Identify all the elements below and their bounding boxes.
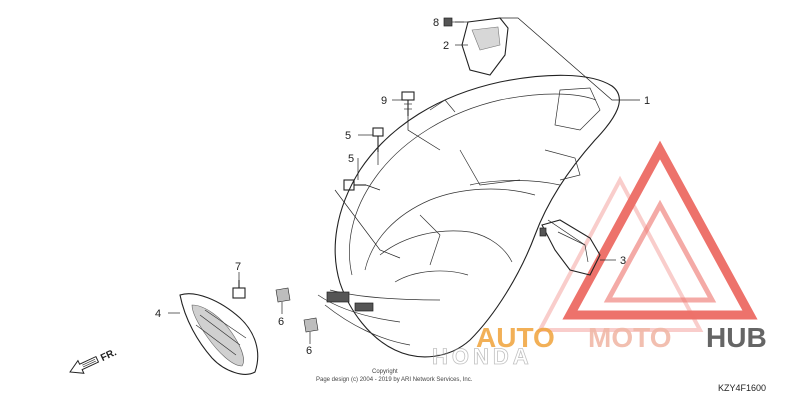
bolt-part-5b (343, 179, 366, 191)
callout-1: 1 (644, 95, 650, 107)
inner-panel-part-4 (179, 293, 259, 375)
callout-5b: 5 (348, 153, 354, 165)
watermark-moto: MOTO (588, 322, 671, 353)
watermark-hub: HUB (706, 322, 767, 353)
copyright-line2: Page design (c) 2004 - 2019 by ARI Netwo… (316, 377, 473, 383)
callout-4: 4 (155, 308, 161, 320)
clip-part-6b (303, 317, 319, 333)
callout-8: 8 (433, 17, 439, 29)
callout-9: 9 (381, 95, 387, 107)
bolt-part-9 (401, 91, 415, 116)
callout-2: 2 (443, 40, 449, 52)
watermark-auto: AUTO (476, 322, 555, 353)
bolt-part-7 (232, 280, 246, 299)
callout-7: 7 (235, 261, 241, 273)
bracket-part-3 (539, 219, 601, 276)
diagram-code: KZY4F1600 (718, 383, 766, 393)
copyright-line1: Copyright (372, 369, 398, 375)
lid-cover-part (461, 17, 509, 76)
callout-3: 3 (620, 255, 626, 267)
callout-5a: 5 (345, 130, 351, 142)
bolt-part-5a (372, 127, 384, 152)
leader-lines (168, 17, 640, 344)
watermark-logo (536, 140, 758, 332)
callout-labels: 8 2 1 9 5 5 3 7 4 6 6 (155, 17, 650, 357)
callout-6b: 6 (306, 345, 312, 357)
front-direction-arrow: FR. (69, 347, 119, 374)
callout-6a: 6 (278, 316, 284, 328)
direction-label: FR. (99, 347, 118, 364)
clip-part-6a (275, 287, 291, 303)
watermark-sub: HONDA (432, 344, 533, 369)
watermark-text: AUTO MOTO HUB HONDA (432, 322, 767, 369)
